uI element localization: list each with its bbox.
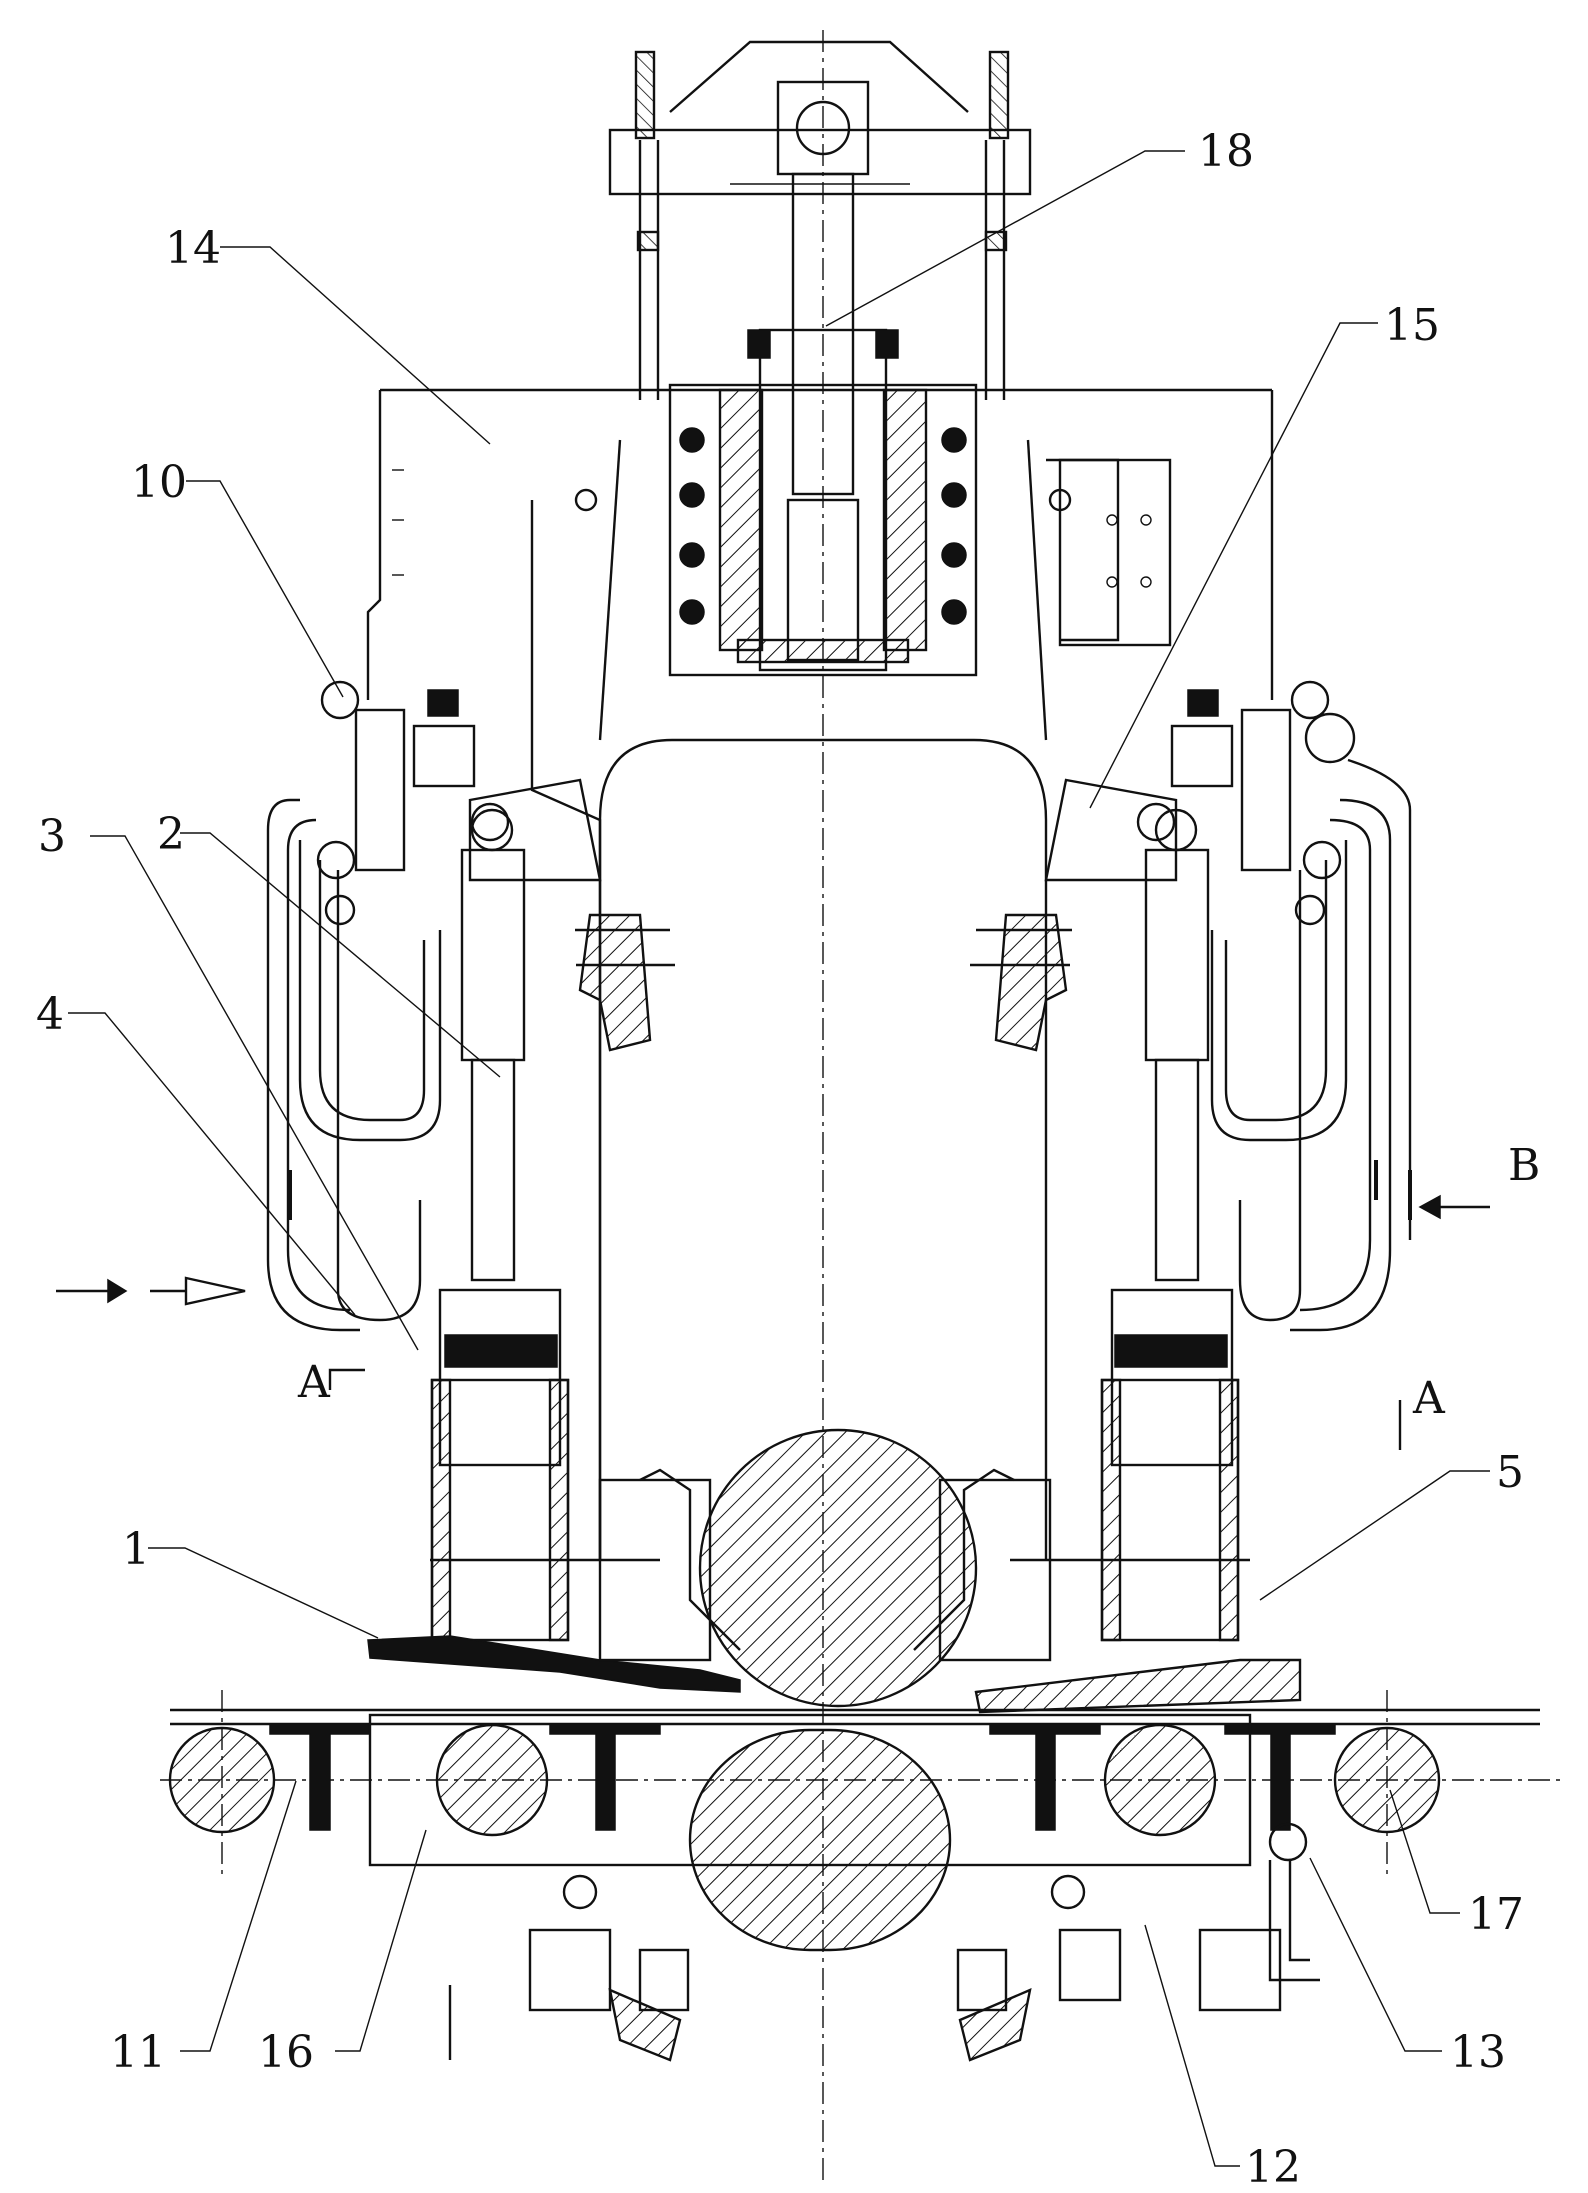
callout-13: 13: [1450, 2027, 1506, 2078]
callout-4: 4: [36, 989, 64, 1040]
upper-roll: [640, 1430, 1014, 1706]
callout-3: 3: [38, 811, 66, 862]
top-hanger-frame: [610, 42, 1030, 400]
section-label-a-right: A: [1412, 1373, 1446, 1424]
callout-16: 16: [258, 2027, 314, 2078]
main-frame-14: [368, 390, 1272, 1560]
callout-12: 12: [1245, 2142, 1301, 2193]
callout-2: 2: [157, 809, 185, 860]
callout-5: 5: [1496, 1447, 1524, 1498]
left-hoses: [268, 682, 474, 1330]
callout-11: 11: [110, 2027, 166, 2078]
callout-14: 14: [165, 223, 221, 274]
section-label-a-left: A: [297, 1357, 331, 1408]
callout-15: 15: [1384, 300, 1440, 351]
callout-18: 18: [1198, 126, 1254, 177]
callout-17: 17: [1468, 1889, 1524, 1940]
callout-1: 1: [122, 1524, 150, 1575]
lower-roll: [690, 1730, 950, 1950]
view-label-b: B: [1508, 1140, 1540, 1191]
callout-10: 10: [131, 457, 187, 508]
